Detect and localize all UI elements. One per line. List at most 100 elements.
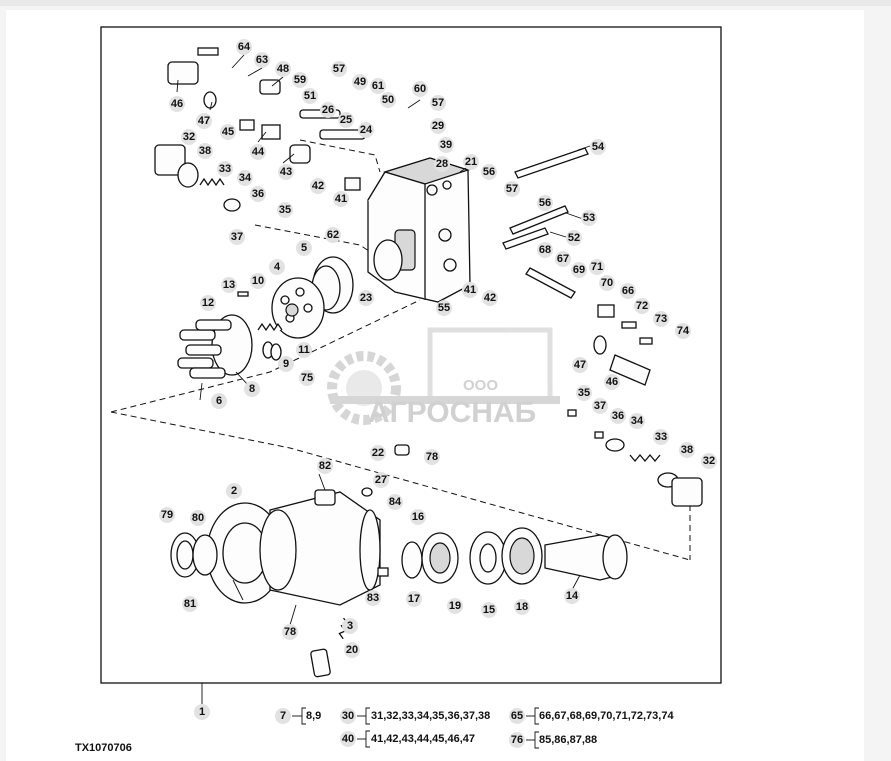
svg-text:45: 45 [222,126,234,138]
callout: 54 [590,139,606,155]
svg-text:67: 67 [557,253,569,265]
callout: 36 [610,408,626,424]
watermark: ООО АГРОСНАБ [327,327,560,429]
callout: 37 [229,229,245,245]
svg-text:66,67,68,69,70,71,72,73,74: 66,67,68,69,70,71,72,73,74 [539,710,674,722]
svg-text:42: 42 [312,180,324,192]
callout: 8 [244,381,260,397]
callout: 6 [211,393,227,409]
callout: 43 [278,164,294,180]
callout: 23 [358,290,374,306]
svg-text:25: 25 [340,114,352,126]
svg-text:78: 78 [426,451,438,463]
callout: 2 [226,483,242,499]
callout: 60 [412,81,428,97]
svg-text:54: 54 [592,141,605,153]
callout: 33 [653,429,669,445]
dashed-guide-bottom [110,411,691,561]
callout: 62 [325,227,341,243]
svg-text:35: 35 [279,204,291,216]
callout: 57 [430,95,446,111]
callout: 53 [581,210,597,226]
callout: 71 [589,259,605,275]
svg-text:52: 52 [568,232,580,244]
svg-text:33: 33 [219,163,231,175]
svg-text:33: 33 [655,431,667,443]
legend-row: 76 85,86,87,88 [509,731,597,749]
svg-text:18: 18 [516,601,528,613]
callout: 10 [250,273,266,289]
svg-text:37: 37 [594,400,606,412]
parts-artwork [154,47,703,678]
svg-text:9: 9 [283,358,289,370]
callout: 12 [200,295,216,311]
svg-text:28: 28 [436,158,448,170]
legend-row: 40 41,42,43,44,45,46,47 [340,730,475,748]
svg-text:81: 81 [184,598,196,610]
svg-text:26: 26 [322,104,334,116]
svg-text:32: 32 [703,455,715,467]
callout: 25 [338,112,354,128]
svg-text:73: 73 [655,313,667,325]
svg-text:70: 70 [601,277,613,289]
callout: 21 [463,154,479,170]
svg-text:51: 51 [304,90,316,102]
svg-text:10: 10 [252,275,264,287]
svg-text:23: 23 [360,292,372,304]
svg-text:6: 6 [216,395,222,407]
legend-row: 65 66,67,68,69,70,71,72,73,74 [509,707,674,725]
callout: 41 [333,191,349,207]
legend-row: 30 31,32,33,34,35,36,37,38 [340,707,490,725]
svg-text:68: 68 [539,244,551,256]
watermark-name: АГРОСНАБ [368,396,536,429]
callout: 50 [380,92,396,108]
callout: 34 [629,413,645,429]
svg-text:72: 72 [636,300,648,312]
svg-text:48: 48 [277,63,289,75]
callout: 70 [599,275,615,291]
callout: 16 [410,509,426,525]
callout: 46 [604,374,620,390]
svg-text:65: 65 [511,710,523,722]
callout: 24 [358,122,374,138]
callout: 29 [430,118,446,134]
callout: 73 [653,311,669,327]
svg-text:59: 59 [294,74,306,86]
callout: 80 [190,510,206,526]
svg-text:34: 34 [631,415,644,427]
callout: 19 [447,598,463,614]
svg-text:46: 46 [171,98,183,110]
svg-text:42: 42 [484,292,496,304]
kit-legend: 7 8,9 30 31,32,33,34,35,36,37,38 40 41,4… [275,707,674,749]
callout: 52 [566,230,582,246]
svg-text:76: 76 [511,734,523,746]
callout: 32 [181,129,197,145]
callout: 13 [221,277,237,293]
callout: 39 [438,137,454,153]
callout: 17 [406,591,422,607]
svg-text:41: 41 [464,284,476,296]
callout: 4 [269,259,285,275]
svg-text:46: 46 [606,376,618,388]
callout: 55 [436,300,452,316]
svg-text:64: 64 [238,41,251,53]
svg-text:66: 66 [622,285,634,297]
svg-text:14: 14 [566,590,579,602]
svg-text:17: 17 [408,593,420,605]
callout: 42 [310,178,326,194]
callout: 84 [387,494,403,510]
callout: 75 [299,370,315,386]
svg-text:3: 3 [347,620,353,632]
callout: 45 [220,124,236,140]
callout: 67 [555,251,571,267]
callout: 56 [537,195,553,211]
svg-text:50: 50 [382,94,394,106]
svg-text:29: 29 [432,120,444,132]
svg-text:38: 38 [681,444,693,456]
legend-row: 7 8,9 [275,707,321,725]
svg-text:34: 34 [239,172,252,184]
callout: 33 [217,161,233,177]
callout: 82 [317,458,333,474]
callout: 49 [352,74,368,90]
svg-text:57: 57 [333,63,345,75]
